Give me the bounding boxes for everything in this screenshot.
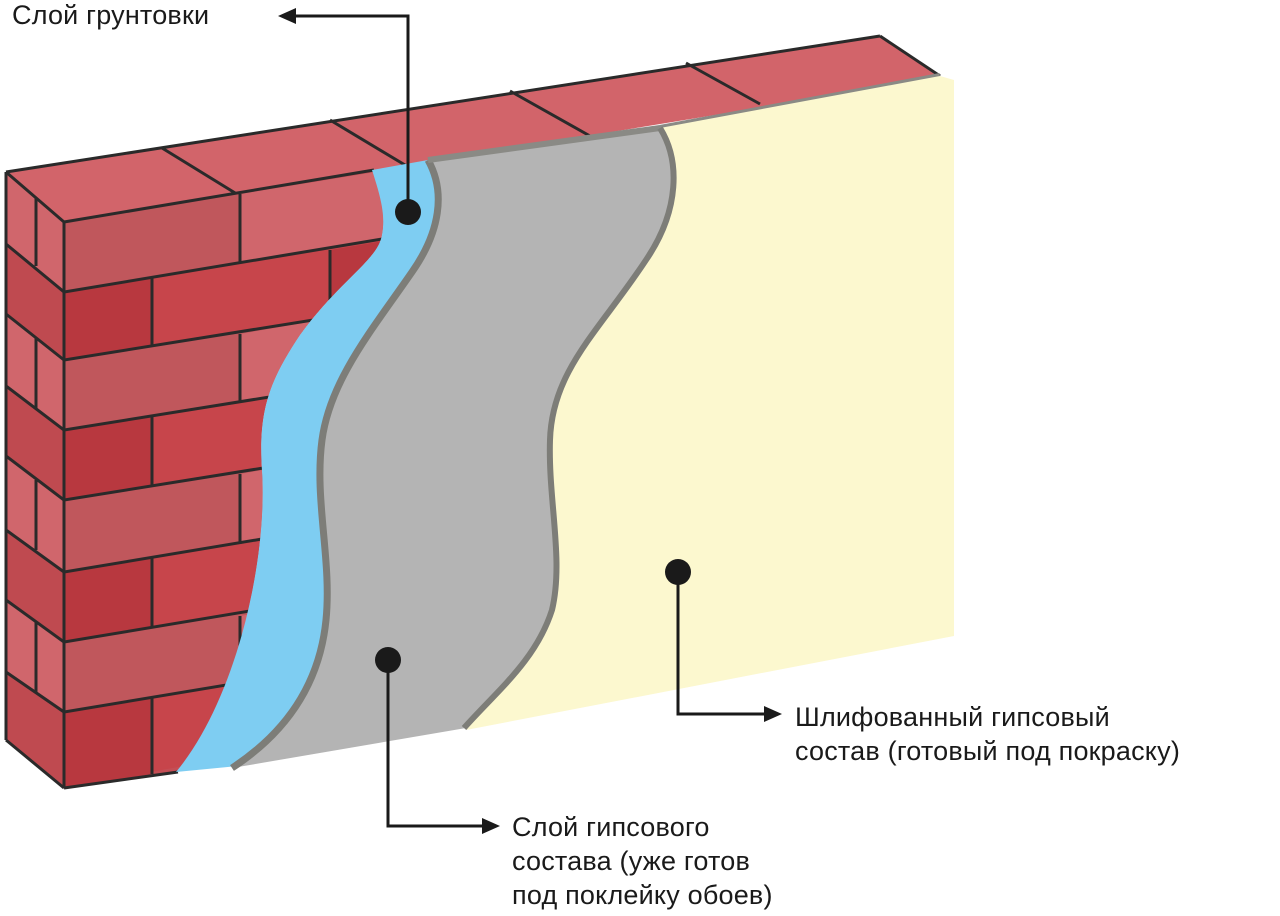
primer-layer [176,160,439,772]
brick-side-mortar [6,197,64,714]
leader-finish [665,559,782,722]
gypsum-marker-dot [375,647,401,673]
primer-layer-label: Слой грунтовки [12,0,209,32]
arrow-left-icon [278,8,296,24]
gypsum-label-line3: под поклейку обоев) [512,880,773,910]
finish-layer [466,76,954,730]
gypsum-label-line2: состава (уже готов [512,846,751,876]
gypsum-layer [232,128,674,768]
arrow-right-icon [482,818,500,834]
leader-gypsum [375,647,500,834]
finish-label-line1: Шлифованный гипсовый [795,702,1110,732]
arrow-right-icon [764,706,782,722]
brick-outline [4,34,941,790]
brick-wall-top [6,36,940,222]
primer-marker-dot [395,199,421,225]
finish-edge [461,126,677,731]
finish-layer-label: Шлифованный гипсовый состав (готовый под… [795,700,1180,768]
gypsum-layer-label: Слой гипсового состава (уже готов под по… [512,810,773,912]
finish-label-line2: состав (готовый под покраску) [795,736,1181,766]
brick-dark-cells [64,238,384,788]
leader-primer [278,8,421,225]
finish-marker-dot [665,559,691,585]
brick-wall-side [6,172,64,788]
gypsum-edge [230,158,442,771]
gypsum-label-line1: Слой гипсового [512,812,710,842]
primer-label-text: Слой грунтовки [12,0,210,30]
